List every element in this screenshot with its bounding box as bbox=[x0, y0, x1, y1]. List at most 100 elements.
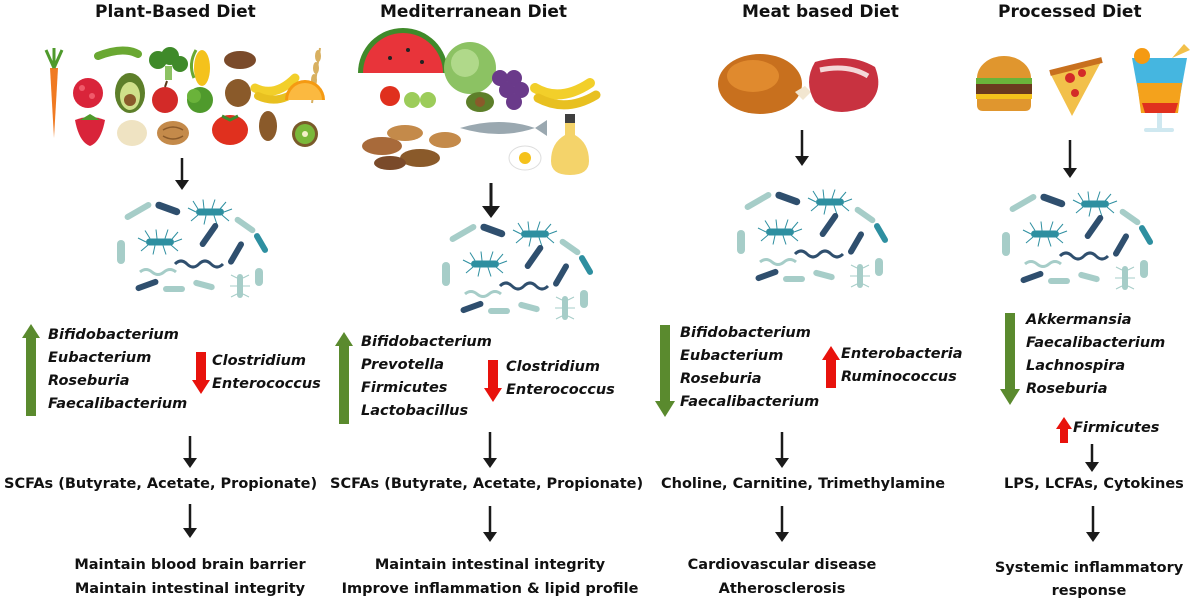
cabbage-icon bbox=[444, 42, 496, 94]
flow-arrow bbox=[1085, 444, 1099, 472]
bacteria-item: Bifidobacterium bbox=[680, 325, 811, 341]
plant-based-column: Plant-Based Diet Bifidobacterium Eubacte… bbox=[0, 0, 330, 610]
flow-arrow bbox=[483, 506, 497, 542]
bacteria-item: Roseburia bbox=[1026, 381, 1108, 397]
cucumber-icon bbox=[404, 92, 436, 108]
meat-based-column: Meat based Diet Bifidobacterium Eubacter… bbox=[650, 0, 970, 610]
olive-oil-icon bbox=[551, 114, 589, 175]
gut-microbes-illustration bbox=[735, 188, 891, 290]
decrease-arrow bbox=[1000, 313, 1020, 405]
walnut-icon bbox=[157, 121, 189, 145]
increased-bacteria-list: Bifidobacterium Prevotella Firmicutes La… bbox=[361, 331, 492, 423]
kiwi-icon bbox=[292, 121, 318, 147]
avocado-icon bbox=[466, 92, 494, 112]
meat-foods-illustration bbox=[718, 54, 879, 114]
strawberry-icon bbox=[75, 114, 105, 146]
bacteria-item: Eubacterium bbox=[48, 350, 152, 366]
bacteria-item: Enterococcus bbox=[506, 382, 615, 398]
column-title: Meat based Diet bbox=[742, 2, 899, 22]
gut-microbes-illustration bbox=[440, 220, 596, 322]
bacteria-item: Firmicutes bbox=[1073, 420, 1160, 436]
outcomes: Cardiovascular disease Atherosclerosis bbox=[650, 553, 914, 601]
increased-bacteria-list: Enterobacteria Ruminococcus bbox=[841, 343, 963, 389]
flow-arrow bbox=[775, 506, 789, 542]
outcomes: Maintain blood brain barrier Maintain in… bbox=[40, 553, 340, 601]
avocado-icon bbox=[115, 73, 145, 113]
orange-slice-icon bbox=[285, 80, 325, 100]
roast-chicken-icon bbox=[718, 54, 811, 114]
bacteria-item: Roseburia bbox=[680, 371, 762, 387]
outcomes: Systemic inflammatory response bbox=[984, 557, 1194, 603]
plant-foods-illustration bbox=[44, 46, 325, 147]
lettuce-icon bbox=[187, 87, 213, 113]
grapes-icon bbox=[492, 70, 529, 110]
decreased-bacteria-list: Bifidobacterium Eubacterium Roseburia Fa… bbox=[680, 322, 819, 414]
metabolites-label: Choline, Carnitine, Trimethylamine bbox=[661, 476, 946, 492]
increased-bacteria-list: Firmicutes bbox=[1073, 417, 1159, 440]
decreased-bacteria-list: Akkermansia Faecalibacterium Lachnospira… bbox=[1026, 309, 1165, 401]
bacteria-item: Faecalibacterium bbox=[1026, 335, 1166, 351]
processed-foods-illustration bbox=[976, 44, 1190, 132]
banana-icon bbox=[530, 78, 601, 110]
flow-arrow bbox=[1086, 506, 1100, 542]
bacteria-item: Ruminococcus bbox=[841, 369, 957, 385]
outcome-line: Systemic inflammatory bbox=[994, 560, 1184, 576]
mediterranean-column: Mediterranean Diet Bifidobacterium Prevo… bbox=[330, 0, 650, 610]
carrot-icon bbox=[44, 48, 64, 138]
bacteria-item: Enterococcus bbox=[212, 376, 321, 392]
outcome-line: Improve inflammation & lipid profile bbox=[341, 581, 639, 597]
raspberry-icon bbox=[73, 78, 103, 108]
increase-arrow bbox=[22, 324, 40, 416]
hazelnut-icon bbox=[224, 51, 256, 107]
bacteria-item: Prevotella bbox=[361, 357, 445, 373]
outcome-line: Cardiovascular disease bbox=[687, 557, 877, 573]
flow-arrow bbox=[175, 158, 189, 190]
flow-arrow bbox=[183, 504, 197, 538]
bacteria-item: Eubacterium bbox=[680, 348, 784, 364]
apple-icon bbox=[152, 80, 178, 113]
increased-bacteria-list: Bifidobacterium Eubacterium Roseburia Fa… bbox=[48, 324, 187, 416]
egg-icon bbox=[508, 145, 542, 171]
column-title: Processed Diet bbox=[998, 2, 1142, 22]
tomato-icon bbox=[212, 114, 248, 145]
decreased-bacteria-list: Clostridium Enterococcus bbox=[212, 350, 321, 396]
wheat-icon bbox=[311, 47, 321, 104]
flow-arrow bbox=[775, 432, 789, 468]
garlic-icon bbox=[117, 120, 147, 146]
decrease-arrow bbox=[484, 360, 502, 402]
tomato-icon bbox=[380, 86, 400, 106]
flow-arrow bbox=[1063, 140, 1077, 178]
nuts-icon bbox=[362, 125, 461, 170]
cocktail-icon bbox=[1132, 44, 1190, 132]
watermelon-icon bbox=[358, 28, 448, 73]
column-title: Mediterranean Diet bbox=[380, 2, 568, 22]
bacteria-item: Lactobacillus bbox=[361, 403, 469, 419]
metabolites-label: SCFAs (Butyrate, Acetate, Propionate) bbox=[4, 476, 318, 492]
metabolites-label: LPS, LCFAs, Cytokines bbox=[1004, 476, 1184, 492]
increase-arrow bbox=[822, 346, 840, 388]
bacteria-item: Firmicutes bbox=[361, 380, 448, 396]
flow-arrow bbox=[795, 130, 809, 166]
flow-arrow bbox=[482, 183, 500, 218]
outcome-line: Atherosclerosis bbox=[718, 581, 846, 597]
decreased-bacteria-list: Clostridium Enterococcus bbox=[506, 356, 615, 402]
decrease-arrow bbox=[655, 325, 675, 417]
peas-icon bbox=[94, 46, 142, 60]
bacteria-item: Akkermansia bbox=[1026, 312, 1132, 328]
bacteria-item: Bifidobacterium bbox=[48, 327, 179, 343]
flow-arrow bbox=[183, 436, 197, 468]
processed-diet-column: Processed Diet Akkermansia Faecalibacter… bbox=[970, 0, 1200, 610]
bacteria-item: Lachnospira bbox=[1026, 358, 1126, 374]
bacteria-item: Bifidobacterium bbox=[361, 334, 492, 350]
bacteria-item: Enterobacteria bbox=[841, 346, 963, 362]
steak-icon bbox=[809, 58, 879, 112]
bacteria-item: Clostridium bbox=[212, 353, 307, 369]
outcome-line: Maintain blood brain barrier bbox=[74, 557, 306, 573]
bacteria-item: Clostridium bbox=[506, 359, 601, 375]
pizza-icon bbox=[1049, 57, 1103, 116]
outcome-line: response bbox=[1051, 583, 1127, 599]
almond-icon bbox=[259, 111, 277, 141]
gut-microbes-illustration bbox=[115, 198, 271, 300]
flow-arrow bbox=[483, 432, 497, 468]
corn-icon bbox=[189, 49, 210, 86]
